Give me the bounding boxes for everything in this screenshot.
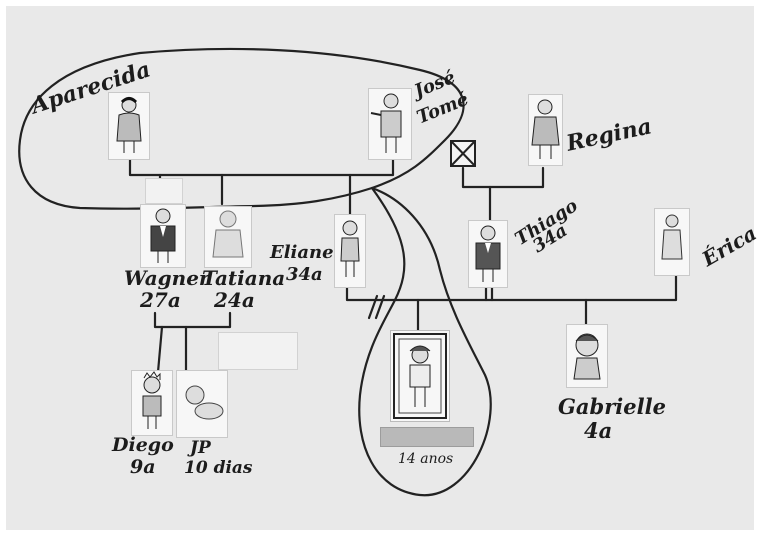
label-jp: JP — [190, 440, 211, 457]
blank-tape — [145, 178, 183, 204]
card-thiago — [468, 220, 508, 288]
grandfather-figure-icon — [369, 89, 411, 159]
label-jp-age: 10 dias — [184, 460, 253, 477]
label-eliane-age: 34a — [286, 266, 323, 284]
card-gabrielle — [566, 324, 608, 388]
card-tatiana — [204, 206, 252, 268]
label-tatiana-age: 24a — [214, 290, 255, 310]
boy-figure-icon — [391, 331, 449, 421]
baby-figure-icon — [177, 371, 227, 437]
label-gabrielle: Gabrielle — [558, 396, 666, 417]
boy-figure-icon — [132, 371, 172, 435]
label-tatiana: Tatiana — [202, 268, 285, 288]
card-wagner — [140, 204, 186, 268]
card-child-14anos — [390, 330, 450, 422]
card-diego — [131, 370, 173, 436]
grandmother-figure-icon — [109, 93, 149, 159]
label-eliane: Eliane — [270, 244, 334, 262]
card-erica — [654, 208, 690, 276]
label-wagner: Wagner — [124, 268, 209, 288]
girl-figure-icon — [567, 325, 607, 387]
parents-line-right — [463, 168, 543, 187]
card-regina — [528, 94, 563, 166]
child-drop-diego — [158, 327, 162, 372]
woman-figure-icon — [335, 215, 365, 287]
woman-figure-icon — [655, 209, 689, 275]
label-gabrielle-age: 4a — [584, 420, 612, 441]
man-figure-icon — [141, 205, 185, 267]
redacted-name — [380, 427, 474, 447]
union-wagner-tatiana — [155, 313, 230, 327]
label-child-age: 14 anos — [398, 452, 453, 466]
label-wagner-age: 27a — [140, 290, 181, 310]
grandmother-figure-icon — [529, 95, 562, 165]
deceased-symbol — [451, 141, 475, 166]
card-jp — [176, 370, 228, 438]
blank-card — [218, 332, 298, 370]
card-aparecida — [108, 92, 150, 160]
card-jose-tome — [368, 88, 412, 160]
card-eliane — [334, 214, 366, 288]
label-diego: Diego — [112, 436, 174, 455]
label-diego-age: 9a — [130, 458, 156, 477]
man-figure-icon — [469, 221, 507, 287]
woman-figure-icon — [205, 207, 251, 267]
parents-line-left — [130, 158, 393, 175]
